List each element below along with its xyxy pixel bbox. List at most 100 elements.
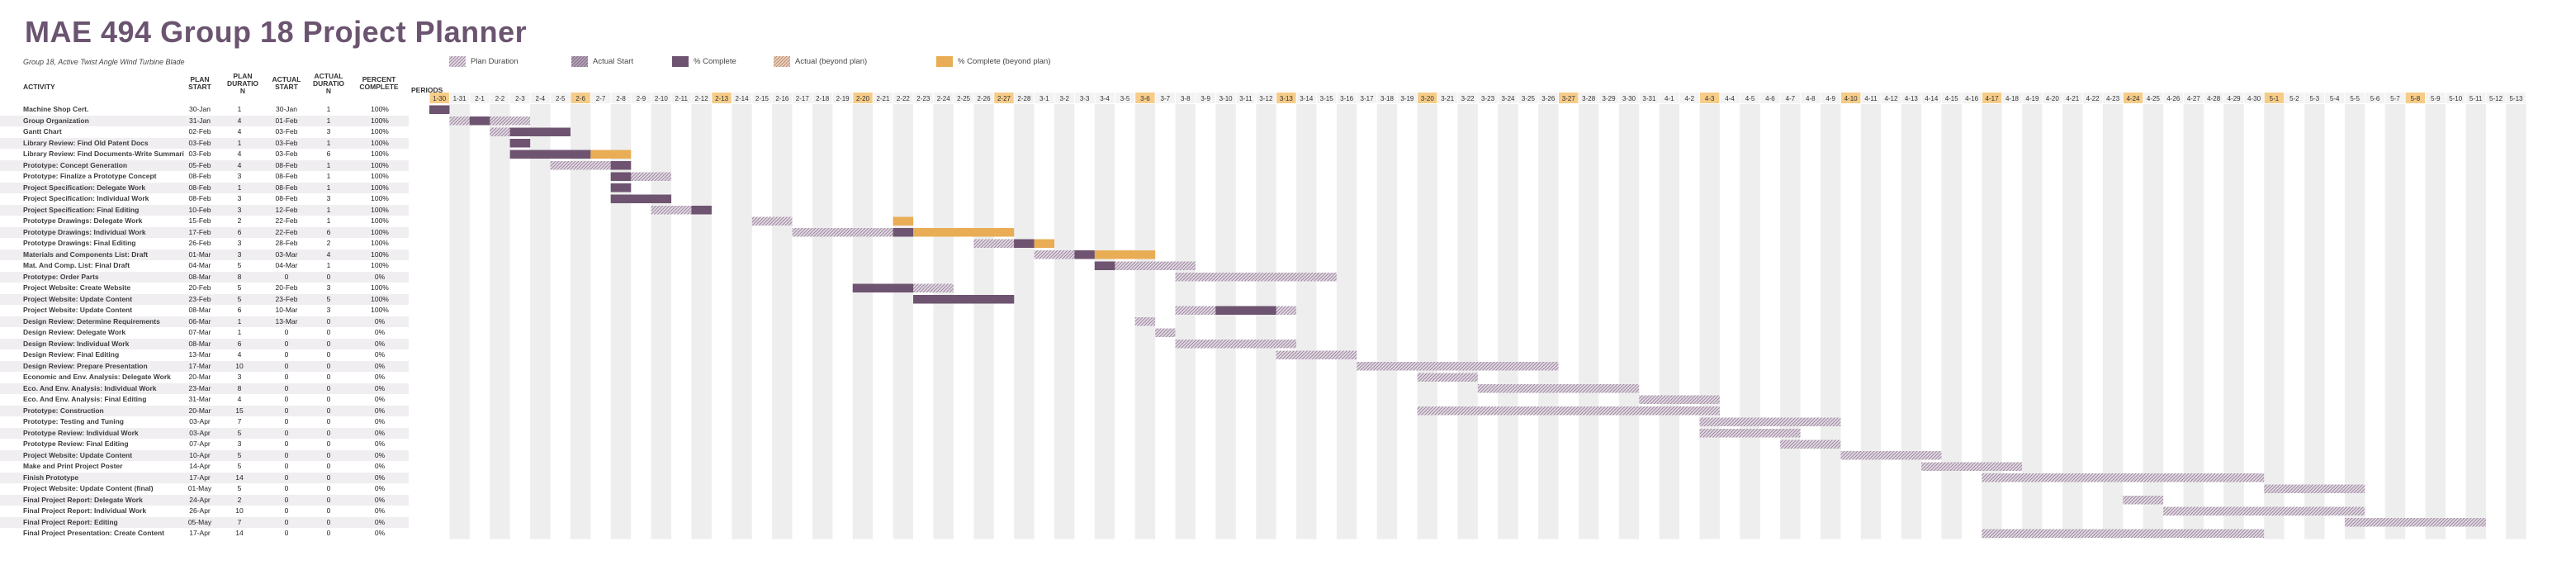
period-label: 3-1 (1039, 95, 1049, 102)
period-label: 2-11 (675, 95, 689, 102)
table-row[interactable]: Economic and Env. Analysis: Delegate Wor… (0, 372, 409, 383)
activity-name: Project Website: Create Website (23, 283, 131, 292)
actual-start-cell: 03-Feb (275, 127, 298, 135)
period-label: 5-5 (2350, 95, 2360, 102)
period-label: 3-8 (1181, 95, 1191, 102)
period-header-cell (691, 93, 712, 103)
period-header-cell (973, 93, 994, 103)
percent-complete-bar (509, 139, 531, 148)
activity-name: Mat. And Comp. List: Final Draft (23, 261, 130, 269)
percent-complete-cell: 0% (374, 450, 386, 459)
period-column-stripe (1256, 104, 1276, 539)
plan-start-cell: 03-Apr (189, 417, 211, 425)
period-label: 2-13 (715, 95, 729, 102)
legend-label: Plan Duration (471, 57, 519, 66)
period-label: 3-2 (1059, 95, 1069, 102)
plan-start-cell: 02-Feb (188, 127, 211, 135)
actual-duration-cell: 1 (326, 116, 331, 125)
plan-duration-cell: 14 (235, 529, 244, 537)
period-header-cell (1619, 93, 1639, 103)
plan-start-cell: 26-Apr (189, 506, 211, 515)
plan-duration-cell: 1 (237, 138, 242, 147)
period-header-cell (1357, 93, 1377, 103)
period-header-cell (2465, 93, 2486, 103)
period-label: 2-26 (978, 95, 992, 102)
plan-duration-bar (1134, 317, 1156, 326)
actual-start-cell: 0 (284, 484, 289, 492)
percent-complete-cell: 100% (371, 239, 389, 247)
col-actual-start: ACTUAL START (272, 75, 301, 91)
period-column-stripe (651, 104, 672, 539)
table-row[interactable]: Final Project Presentation: Create Conte… (0, 528, 409, 539)
period-label: 3-15 (1320, 95, 1334, 102)
legend-complete-beyond-swatch (936, 56, 953, 67)
period-header-cell (2082, 93, 2103, 103)
period-column-stripe (1659, 104, 1680, 539)
period-column-stripe (933, 104, 954, 539)
percent-complete-cell: 0% (374, 484, 386, 492)
actual-duration-cell: 0 (326, 484, 331, 492)
actual-duration-cell: 1 (326, 261, 331, 269)
period-label: 2-12 (695, 95, 709, 102)
plan-start-cell: 17-Feb (188, 227, 211, 236)
legend-label: Actual (beyond plan) (795, 57, 868, 66)
actual-start-cell: 0 (284, 440, 289, 448)
actual-duration-cell: 0 (326, 417, 331, 425)
percent-complete-cell: 100% (371, 183, 389, 192)
period-column-stripe (2143, 104, 2164, 539)
period-header-cell (2324, 93, 2345, 103)
plan-start-cell: 08-Mar (188, 272, 211, 281)
period-column-stripe (2344, 104, 2365, 539)
period-header-cell (2043, 93, 2062, 103)
actual-duration-cell: 0 (326, 440, 331, 448)
percent-complete-cell: 100% (371, 283, 389, 292)
table-row[interactable]: Library Review: Find Documents-Write Sum… (0, 149, 409, 159)
plan-start-cell: 17-Apr (189, 529, 211, 537)
actual-start-cell: 0 (284, 495, 289, 504)
plan-start-cell: 10-Feb (188, 205, 211, 214)
plan-start-cell: 31-Mar (188, 395, 211, 403)
percent-complete-beyond-bar (1034, 239, 1055, 248)
period-label: 4-9 (1825, 95, 1835, 102)
table-row[interactable]: Project Website: Update Content (final)0… (0, 483, 409, 494)
percent-complete-bar (913, 295, 1015, 304)
actual-duration-cell: 3 (326, 194, 331, 202)
period-column-stripe (570, 104, 591, 539)
percent-complete-cell: 0% (374, 350, 386, 359)
